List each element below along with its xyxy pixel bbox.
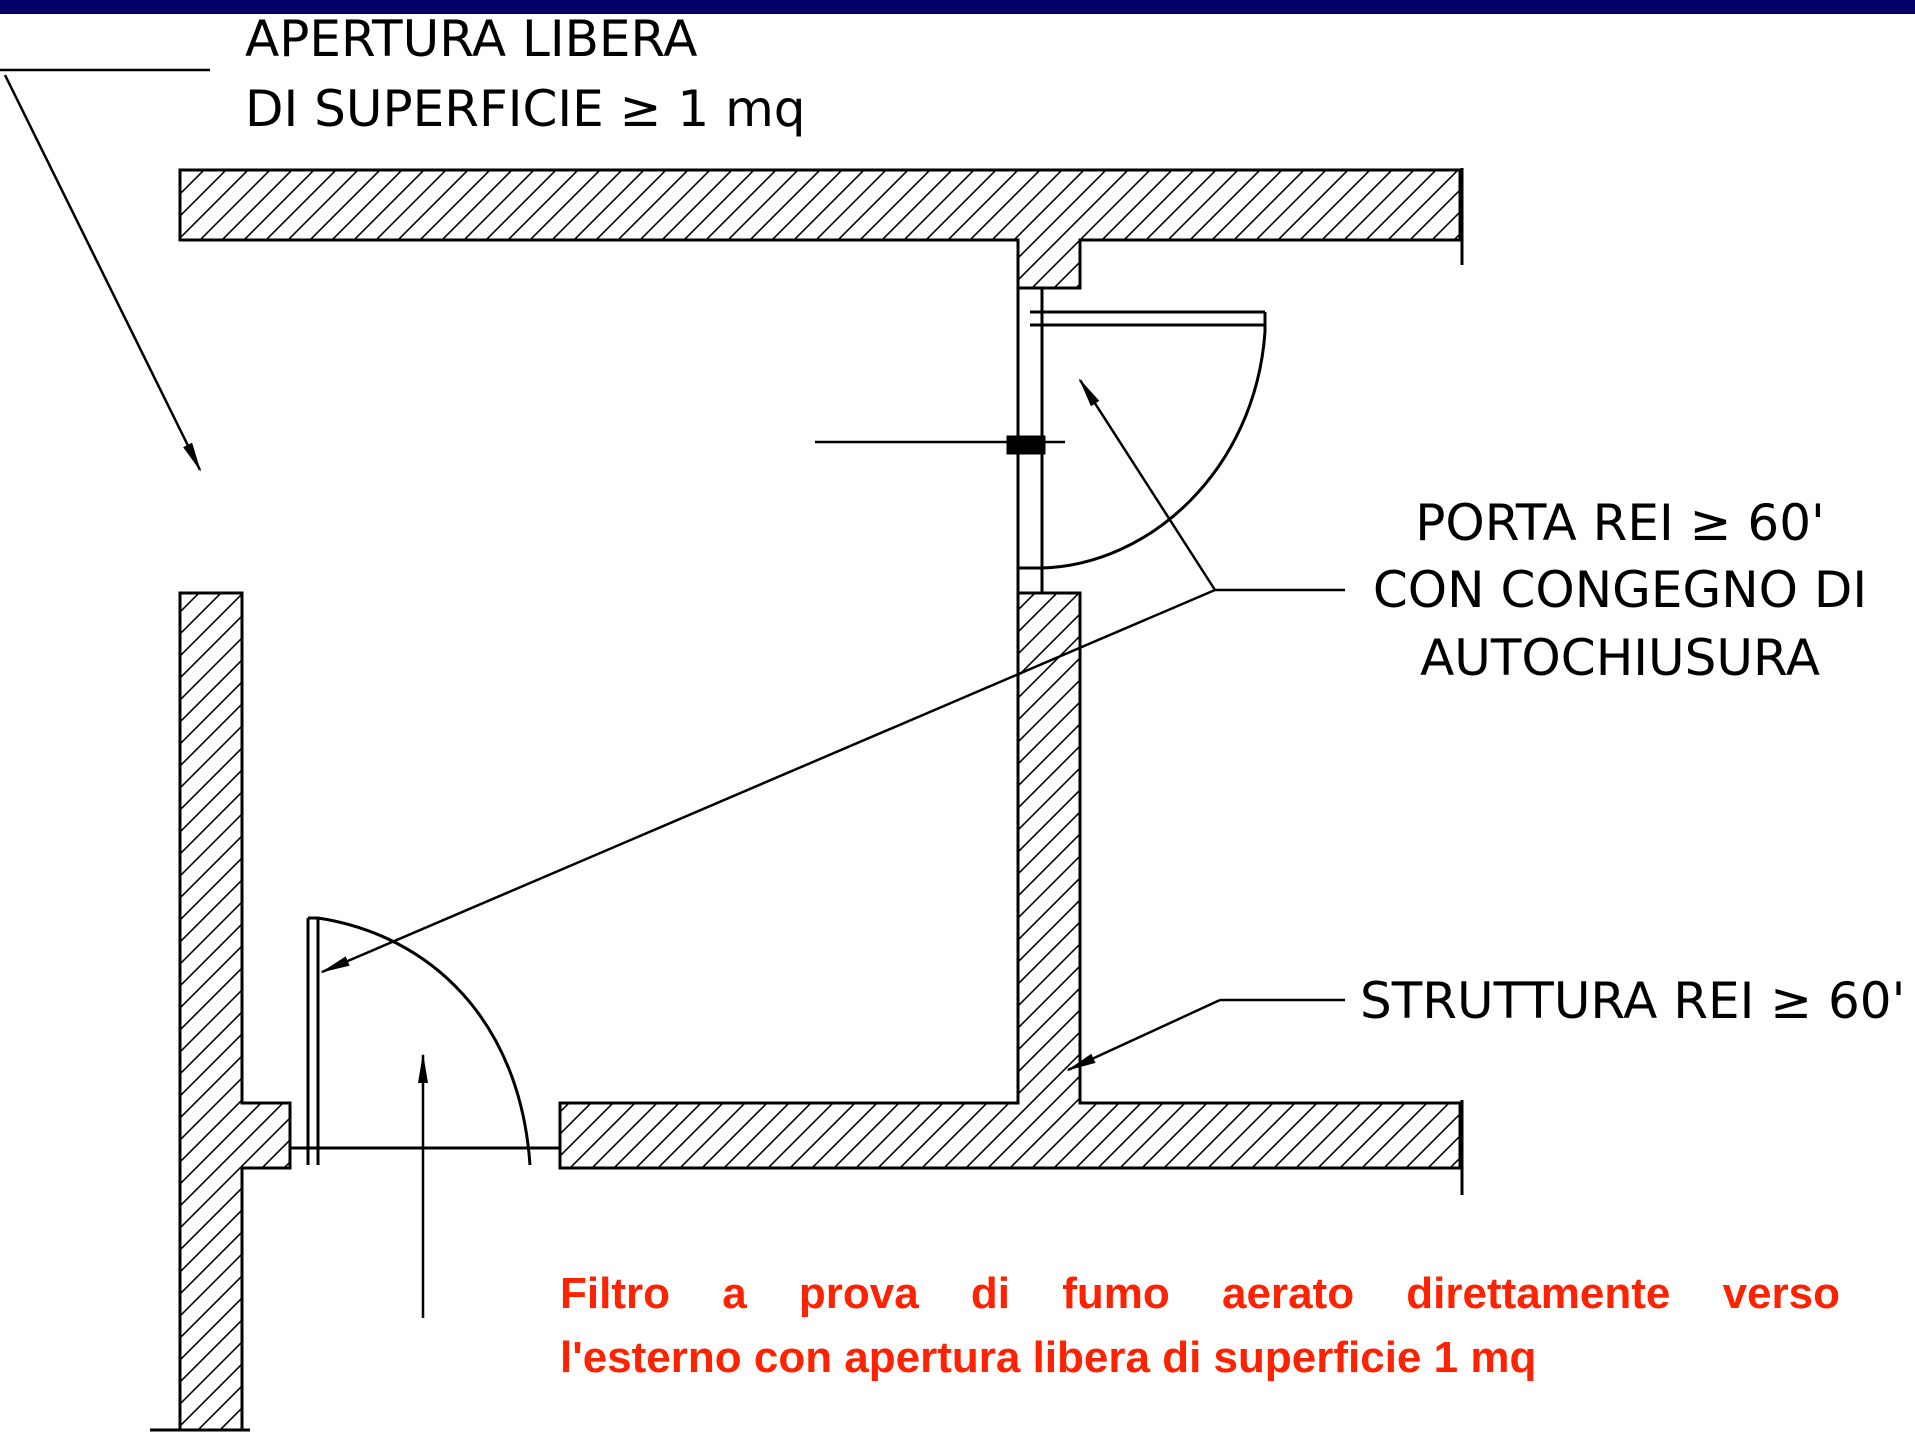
structure-label: STRUTTURA REI ≥ 60' <box>1360 972 1905 1030</box>
door-closer <box>1006 435 1046 455</box>
diagram-caption: Filtro a prova di fumo aerato direttamen… <box>560 1262 1840 1390</box>
door-label-line3: AUTOCHIUSURA <box>1420 629 1820 687</box>
caption-line1: Filtro a prova di fumo aerato direttamen… <box>560 1269 1840 1318</box>
opening-arrow <box>3 74 202 472</box>
structure-arrow <box>1066 998 1221 1072</box>
caption-line2: l'esterno con apertura libera di superfi… <box>560 1333 1537 1382</box>
top-band <box>0 0 1915 14</box>
door-arrow-upper <box>1078 378 1217 591</box>
right-wall <box>558 591 1462 1170</box>
opening-label-line2: DI SUPERFICIE ≥ 1 mq <box>245 80 806 138</box>
door-label-line2: CON CONGEGNO DI <box>1373 561 1867 619</box>
upper-door <box>1006 286 1267 593</box>
wall-break-marks <box>150 168 1464 1432</box>
leader-lines <box>0 68 1345 1318</box>
left-wall <box>178 591 292 1432</box>
walls <box>178 168 1462 1432</box>
door-arrow-lower <box>320 588 1216 974</box>
lower-door <box>290 916 560 1166</box>
opening-label-line1: APERTURA LIBERA <box>245 10 697 68</box>
top-wall <box>178 168 1462 290</box>
door-label-line1: PORTA REI ≥ 60' <box>1415 494 1825 552</box>
